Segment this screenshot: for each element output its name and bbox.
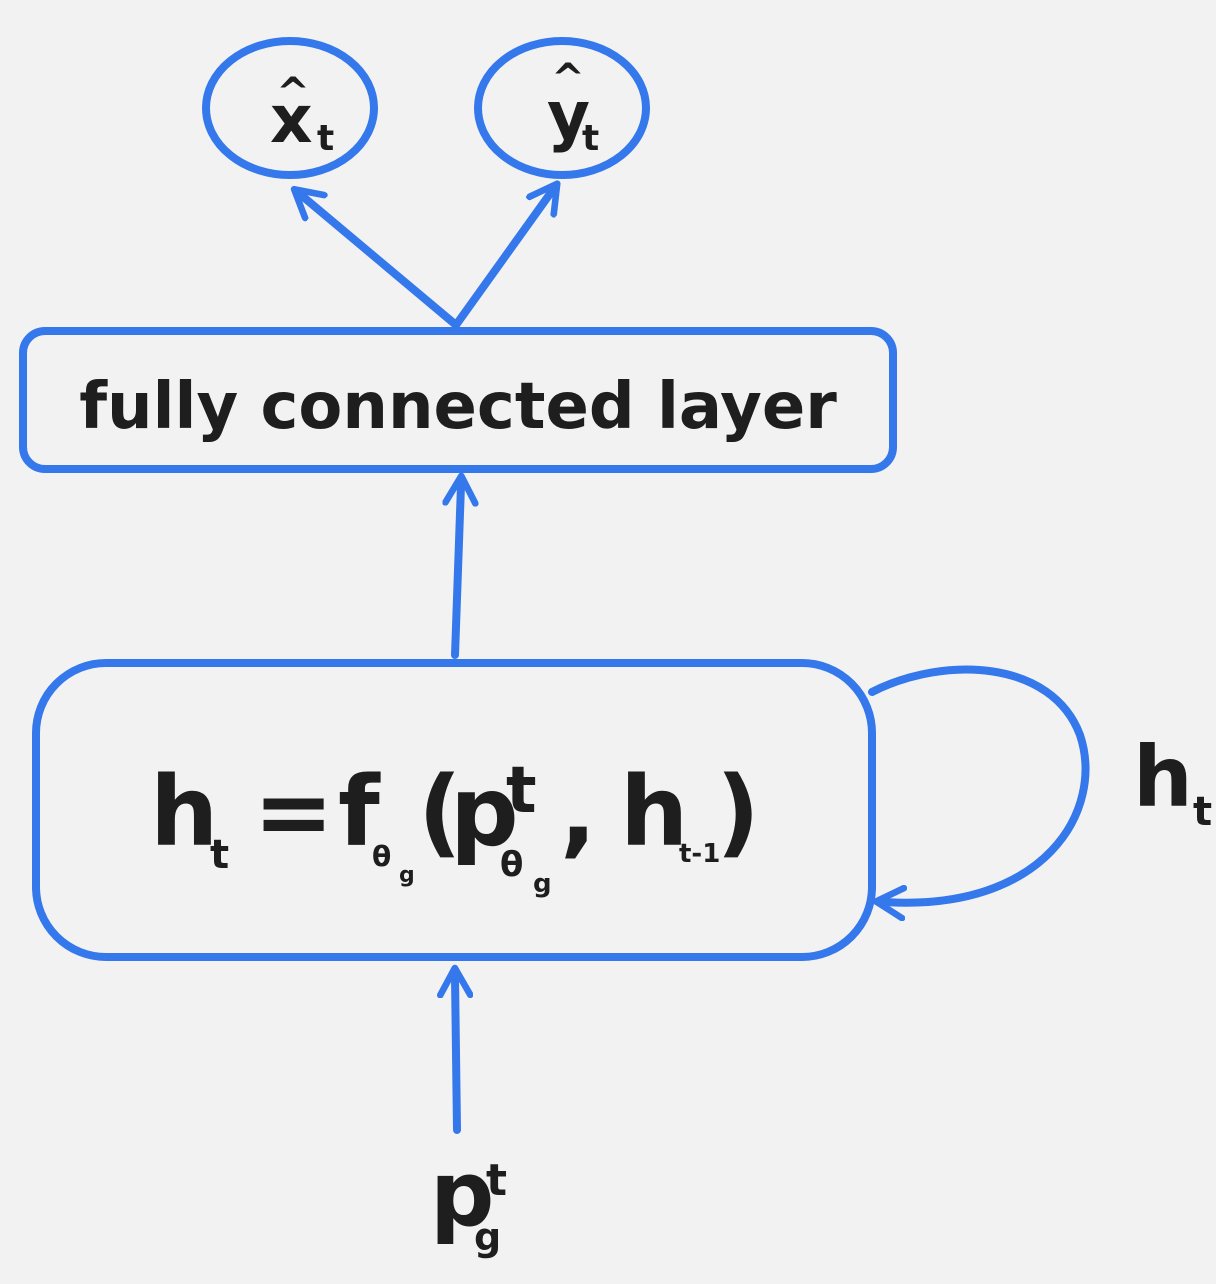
recurrent-loop-arrow <box>868 665 1090 903</box>
arrow-input-to-cell <box>455 977 457 1134</box>
eq-f: f <box>338 756 381 868</box>
output-node-x-hat <box>202 37 378 179</box>
fully-connected-layer-box <box>19 327 897 473</box>
arrow-cell-to-fc <box>455 485 461 659</box>
eq-p-theta: θ <box>500 845 523 885</box>
input-label-p: p <box>430 1142 494 1247</box>
fully-connected-layer-label: fully connected layer <box>79 370 837 444</box>
eq-f-theta-subscript: g <box>399 863 415 888</box>
eq-comma: , <box>560 756 630 868</box>
x-hat-subscript: t <box>317 118 334 159</box>
y-hat-label: y <box>547 77 590 154</box>
recurrent-label-h: h <box>1133 728 1193 826</box>
input-label-subscript: g <box>474 1215 501 1259</box>
eq-h-prev: h <box>620 756 688 868</box>
eq-p-superscript: t <box>506 754 537 828</box>
recurrent-label-subscript: t <box>1193 789 1212 835</box>
eq-h-prev-subscript: t-1 <box>679 839 720 869</box>
eq-close-paren: ) <box>716 756 760 868</box>
output-node-y-hat <box>474 37 650 179</box>
input-label-superscript: t <box>486 1155 507 1206</box>
rnn-cell-box <box>32 659 876 961</box>
eq-h: h <box>150 756 218 868</box>
rnn-cell-equation: h t = f θ g ( p t θ g , h t-1 ) <box>150 754 760 899</box>
y-hat-subscript: t <box>582 118 599 159</box>
eq-f-theta: θ <box>372 840 391 873</box>
eq-equals: = <box>220 756 367 868</box>
x-hat-label: x <box>270 81 313 158</box>
eq-h-subscript: t <box>210 832 229 878</box>
eq-open-paren: ( <box>418 756 462 868</box>
eq-p: p <box>450 756 519 868</box>
arrow-fc-to-x-hat <box>301 195 460 329</box>
arrow-fc-to-y-hat <box>452 191 552 329</box>
y-hat-hat: ^ <box>551 56 585 102</box>
x-hat-hat: ^ <box>276 70 310 116</box>
eq-p-theta-subscript: g <box>533 869 552 899</box>
